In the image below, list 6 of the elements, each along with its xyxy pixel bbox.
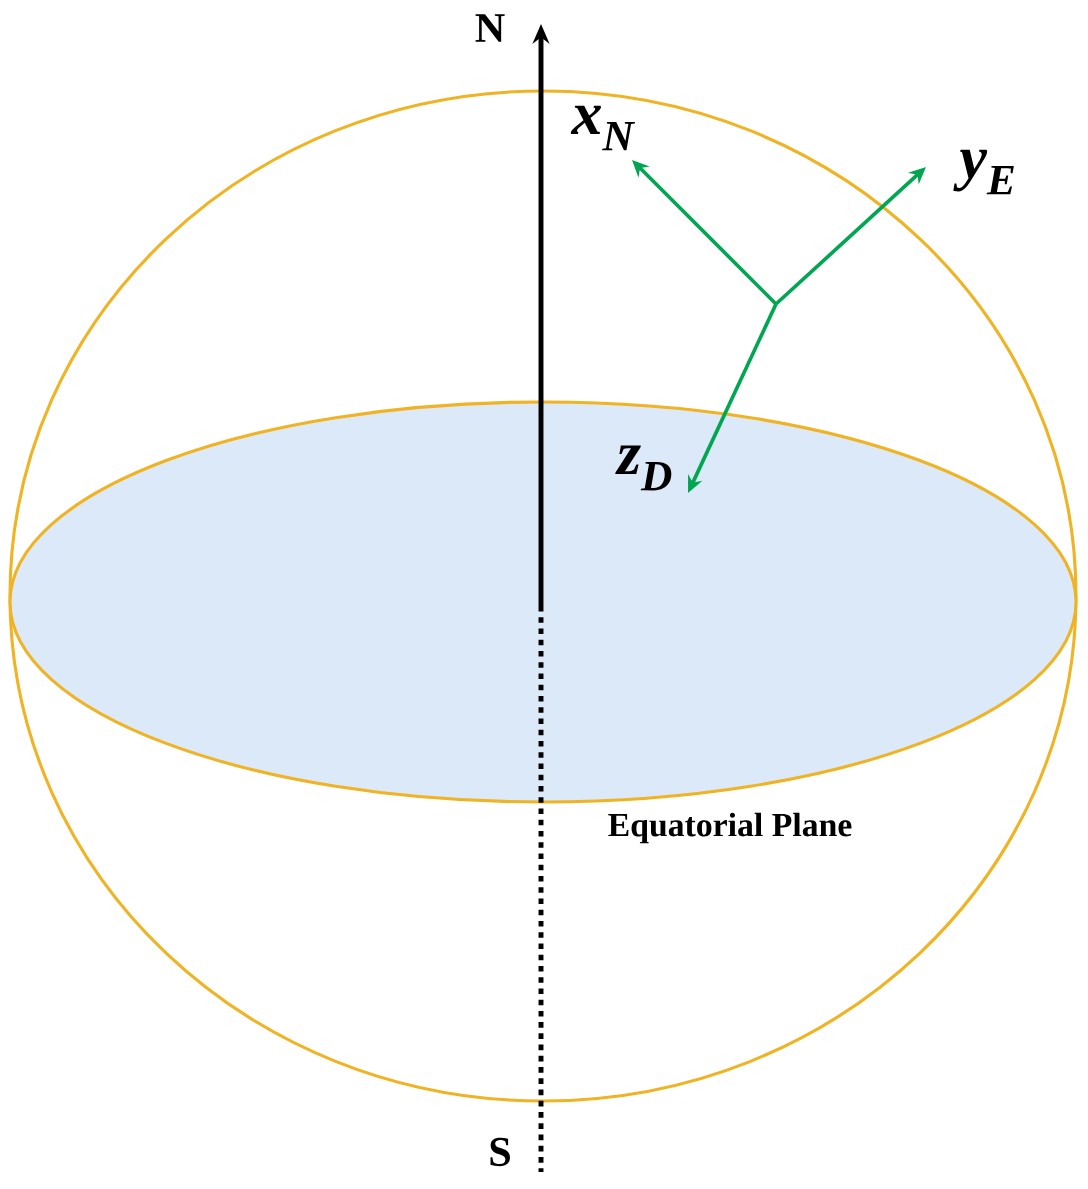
plane-label: Equatorial Plane — [608, 812, 852, 844]
axis-label: x$_{N}$ — [570, 105, 636, 151]
pole-label: S — [490, 1137, 510, 1167]
pole-label: N — [475, 14, 505, 42]
axis-label: y$_{E}$ — [953, 149, 1014, 195]
axis-label: z$_{D}$ — [615, 445, 672, 491]
